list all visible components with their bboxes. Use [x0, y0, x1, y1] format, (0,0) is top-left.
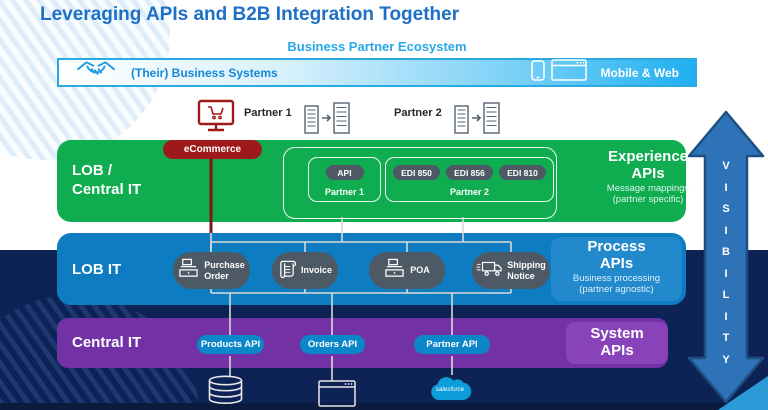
buildings-transfer-icon [453, 98, 501, 140]
partner2-header-label: Partner 2 [394, 107, 442, 119]
partner1-group: API Partner 1 [308, 157, 381, 202]
orders-api-pill[interactable]: Orders API [300, 335, 365, 354]
ecommerce-pill[interactable]: eCommerce [163, 140, 262, 159]
register-icon [384, 258, 405, 283]
background-bottom-strip [0, 403, 768, 410]
visibility-letter: I [724, 224, 728, 237]
visibility-letter: B [722, 246, 730, 258]
system-apis-title-line2: APIs [600, 342, 634, 360]
visibility-letter: I [724, 310, 728, 323]
visibility-letter: Y [722, 353, 730, 366]
edi-810-pill[interactable]: EDI 810 [499, 165, 546, 180]
salesforce-cloud-icon: salesforce [429, 374, 473, 409]
system-apis-title-line1: System [590, 325, 644, 342]
register-icon [178, 258, 199, 283]
phone-icon [530, 59, 545, 86]
process-layer-box: LOB IT Process APIs Business processing … [57, 233, 686, 305]
browser-icon [550, 59, 587, 86]
poa-label: POA [410, 265, 430, 276]
business-partner-ecosystem-bar: (Their) Business Systems Mobile & Web [57, 58, 697, 87]
invoice-label: Invoice [300, 265, 332, 276]
experience-apis-subtitle-line1: Message mappings [606, 182, 690, 194]
purchase-order-label-line1: Purchase [204, 260, 245, 271]
partner2-group-label: Partner 2 [449, 187, 490, 197]
salesforce-wordmark: salesforce [436, 386, 465, 393]
experience-layer-box: LOB / Central IT Experience APIs Message… [57, 140, 689, 222]
edi-856-pill[interactable]: EDI 856 [446, 165, 493, 180]
invoice-icon [278, 258, 297, 284]
partner1-header-label: Partner 1 [244, 107, 292, 119]
experience-apis-title-line2: APIs [631, 165, 665, 183]
system-layer-box: Central IT System APIs Products API Orde… [57, 318, 668, 368]
visibility-letter: I [724, 267, 728, 280]
visibility-arrow [687, 110, 765, 404]
partner1-group-label: Partner 1 [324, 187, 365, 197]
partner-api-pill[interactable]: Partner API [414, 335, 490, 354]
handshake-icon [75, 58, 117, 87]
experience-apis-subtitle-line2: (partner specific) [612, 194, 684, 206]
web-window-icon [318, 380, 356, 410]
process-apis-subtitle-line1: Business processing [572, 272, 661, 284]
process-apis-panel [551, 237, 682, 301]
lob-central-it-label-line2: Central IT [72, 180, 142, 198]
ecosystem-heading: Business Partner Ecosystem [287, 39, 467, 54]
products-api-pill[interactable]: Products API [197, 335, 264, 354]
process-apis-title-line1: Process [587, 238, 646, 255]
partner2-group: EDI 850 EDI 856 EDI 810 Partner 2 [385, 157, 554, 202]
visibility-letter: S [722, 203, 730, 215]
api-pill[interactable]: API [325, 165, 364, 180]
lob-central-it-label-line1: LOB / [72, 162, 112, 179]
truck-icon [476, 259, 502, 283]
their-business-systems-label: (Their) Business Systems [131, 65, 278, 80]
poa-pill[interactable]: POA [369, 252, 445, 289]
invoice-pill[interactable]: Invoice [272, 252, 338, 289]
process-apis-title-line2: APIs [599, 255, 634, 273]
system-apis-panel [566, 322, 668, 364]
partner-mappings-container: API Partner 1 EDI 850 EDI 856 EDI 810 Pa… [283, 147, 557, 219]
visibility-letter: V [722, 160, 730, 172]
visibility-letter: L [722, 289, 730, 301]
experience-apis-title-line1: Experience [607, 148, 689, 165]
process-apis-subtitle-line2: (partner agnostic) [579, 284, 654, 296]
mobile-web-label: Mobile & Web [600, 65, 679, 80]
purchase-order-label-line2: Order [204, 270, 229, 281]
shipping-notice-label-line1: Shipping [507, 260, 546, 271]
visibility-letter: I [724, 181, 728, 194]
visibility-letter: T [722, 332, 730, 344]
lob-it-label: LOB IT [72, 261, 122, 278]
buildings-transfer-icon [303, 98, 351, 140]
visibility-label: V I S I B I L I T Y [704, 156, 748, 371]
page-title: Leveraging APIs and B2B Integration Toge… [40, 4, 460, 25]
ecommerce-monitor-icon [197, 99, 235, 140]
edi-850-pill[interactable]: EDI 850 [393, 165, 440, 180]
database-icon [207, 375, 244, 410]
central-it-label: Central IT [72, 334, 142, 351]
shipping-notice-label-line2: Notice [507, 270, 535, 281]
